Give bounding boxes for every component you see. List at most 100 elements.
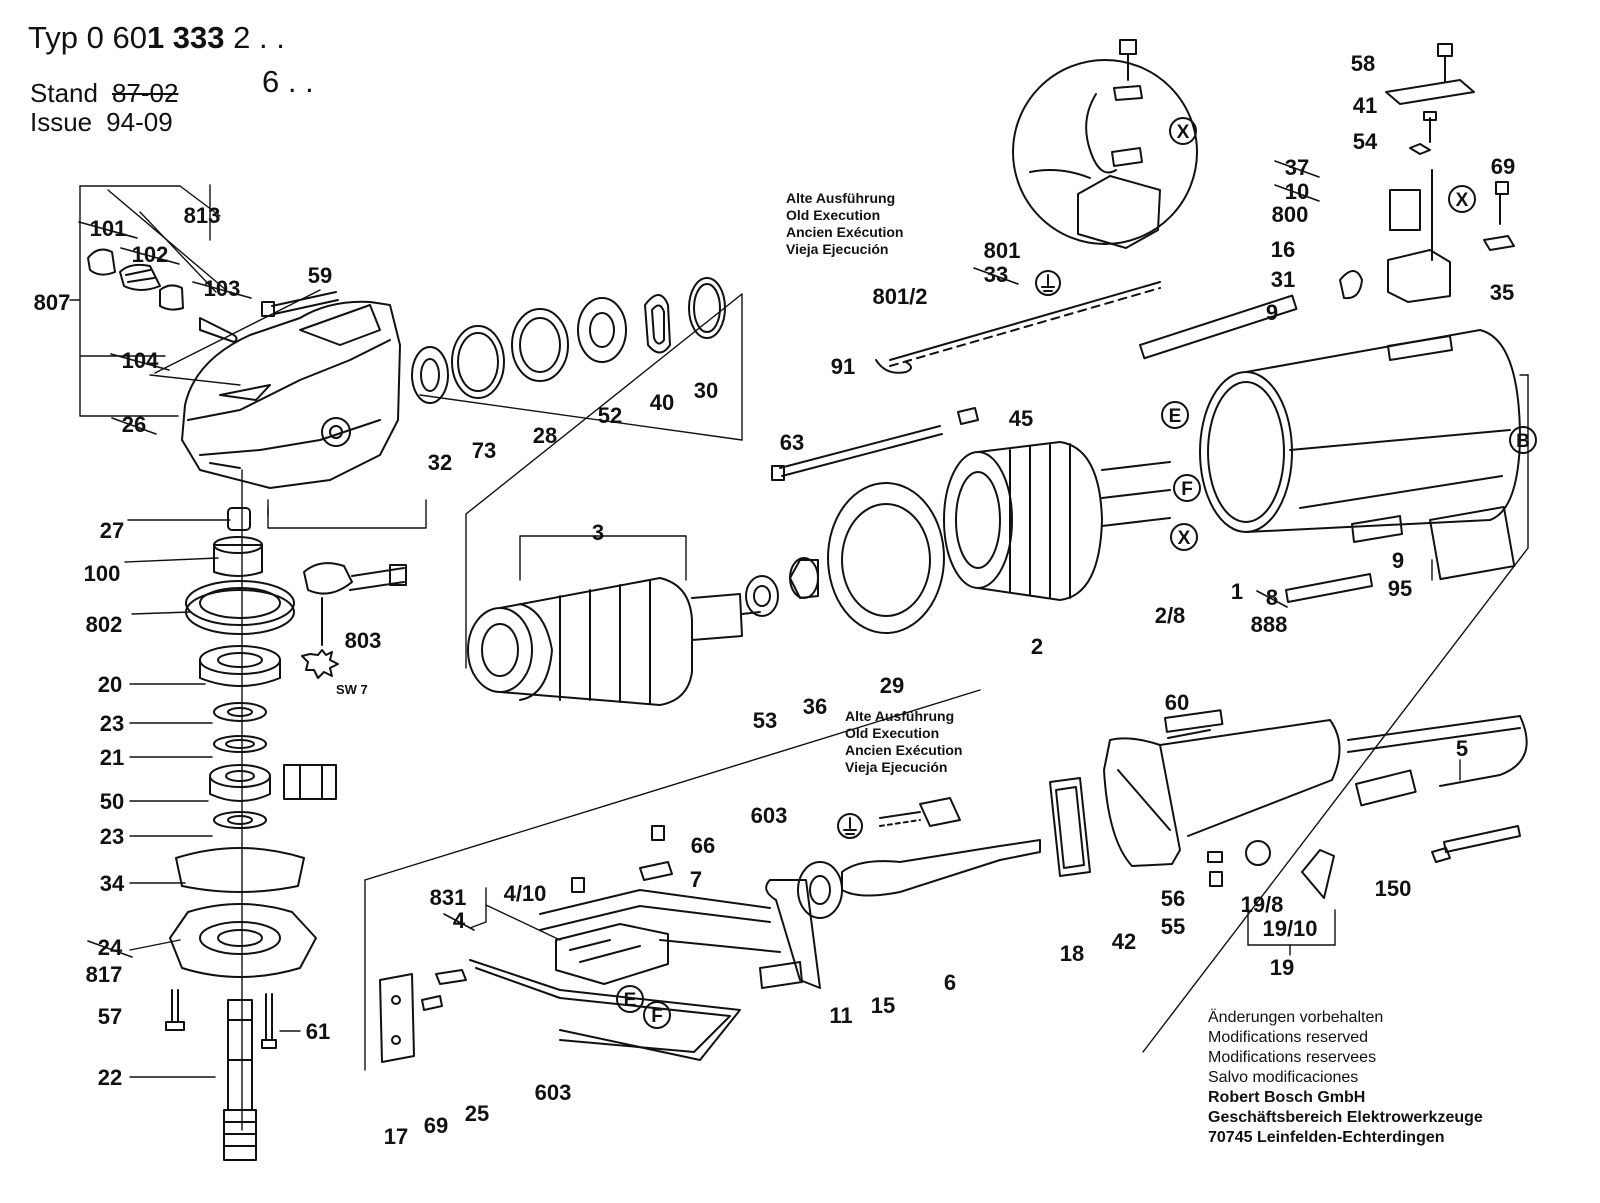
strike-103 [192, 281, 252, 299]
callout-55: 55 [1161, 914, 1185, 939]
pinion-803 [301, 562, 407, 679]
strike-10 [1274, 184, 1320, 202]
company-division: Geschäftsbereich Elektrowerkzeuge [1208, 1109, 1483, 1126]
callout-800: 800 [1272, 202, 1309, 227]
callout-69b: 69 [424, 1113, 448, 1138]
callout-23a: 23 [100, 711, 124, 736]
callout-1: 1 [1231, 579, 1243, 604]
callout-54: 54 [1353, 129, 1378, 154]
callout-26: 26 [122, 412, 146, 437]
callout-18: 18 [1060, 941, 1084, 966]
note-fr: Ancien Exécution [845, 742, 963, 758]
strike-26 [111, 417, 157, 435]
note-de: Alte Ausführung [845, 708, 955, 724]
strike-102 [120, 247, 180, 265]
callout-101: 101 [90, 216, 127, 241]
callout-41: 41 [1353, 93, 1377, 118]
callout-150: 150 [1375, 876, 1412, 901]
callout-25: 25 [465, 1101, 489, 1126]
callout-8: 8 [1266, 585, 1278, 610]
mod-en: Modifications reserved [1208, 1029, 1369, 1046]
circle-ref-letter: X [1456, 190, 1469, 211]
callout-104: 104 [122, 348, 159, 373]
callout-59: 59 [308, 263, 332, 288]
callout-803: 803 [345, 628, 382, 653]
callout-100: 100 [84, 561, 121, 586]
callout-20: 20 [98, 672, 122, 697]
callout-34: 34 [100, 871, 125, 896]
callout-40: 40 [650, 390, 674, 415]
issue-label: Issue [30, 107, 93, 137]
callout-19: 19 [1270, 955, 1294, 980]
circle-ref-X1: X [1169, 117, 1197, 145]
callout-52: 52 [598, 403, 622, 428]
callout-2: 2 [1031, 634, 1043, 659]
mod-es: Salvo modificaciones [1208, 1069, 1359, 1086]
gear-head-housing [181, 300, 401, 489]
strike-104 [110, 353, 170, 371]
motor-housing-1 [1139, 294, 1521, 603]
callout-29: 29 [880, 673, 904, 698]
callout-35: 35 [1490, 280, 1514, 305]
strike-4 [443, 913, 475, 931]
callout-5: 5 [1456, 736, 1468, 761]
note-de: Alte Ausführung [786, 190, 896, 206]
callout-24: 24 [98, 935, 123, 960]
callout-61: 61 [306, 1019, 330, 1044]
callout-22: 22 [98, 1065, 122, 1090]
callout-58: 58 [1351, 51, 1375, 76]
callout-801_2: 801/2 [872, 284, 927, 309]
callout-7: 7 [690, 867, 702, 892]
cable-clamp-11 [759, 879, 821, 989]
callout-888: 888 [1251, 612, 1288, 637]
old-execution-plug [837, 797, 961, 839]
company-name: Robert Bosch GmbH [1208, 1089, 1366, 1106]
wire-801 [875, 281, 1161, 374]
typ-bold: 1 333 [146, 20, 225, 55]
ground-symbol-top [1035, 270, 1061, 296]
callout-807: 807 [34, 290, 71, 315]
callout-30: 30 [694, 378, 718, 403]
callout-102: 102 [132, 242, 169, 267]
armature-3 [467, 577, 761, 706]
callout-103: 103 [204, 276, 241, 301]
callout-603a: 603 [751, 803, 788, 828]
callout-831: 831 [430, 885, 467, 910]
circle-ref-letter: F [1181, 479, 1193, 500]
callout-63: 63 [780, 430, 804, 455]
callout-10: 10 [1285, 179, 1309, 204]
typ-prefix: 0 60 [86, 20, 147, 55]
callout-6: 6 [944, 970, 956, 995]
note-fr: Ancien Exécution [786, 224, 904, 240]
callout-27: 27 [100, 518, 124, 543]
strike-101 [78, 221, 138, 239]
callout-56: 56 [1161, 886, 1185, 911]
callout-23b: 23 [100, 824, 124, 849]
circle-ref-letter: E [1169, 406, 1182, 427]
callout-9b: 9 [1392, 548, 1404, 573]
mod-de: Änderungen vorbehalten [1208, 1009, 1384, 1026]
note-es: Vieja Ejecución [845, 759, 948, 775]
circle-ref-letter: X [1178, 528, 1191, 549]
detail-circle-x [1012, 39, 1198, 249]
note-es: Vieja Ejecución [786, 241, 889, 257]
callout-817: 817 [86, 962, 123, 987]
callout-3: 3 [592, 520, 604, 545]
callout-2_8: 2/8 [1155, 603, 1186, 628]
old-execution-note-top: Alte Ausführung Old Execution Ancien Exé… [786, 190, 903, 258]
callout-4_10: 4/10 [504, 881, 547, 906]
callout-91: 91 [831, 354, 855, 379]
switch-4 [469, 825, 781, 1061]
callout-11: 11 [829, 1003, 852, 1028]
callout-69a: 69 [1491, 154, 1515, 179]
note-en: Old Execution [845, 725, 940, 741]
circle-ref-F1: F [1173, 474, 1201, 502]
screw-63 [771, 425, 943, 481]
callout-66: 66 [691, 833, 715, 858]
callout-16: 16 [1271, 237, 1295, 262]
type-variant: 6 . . [262, 64, 314, 99]
strike-37 [1274, 160, 1320, 178]
